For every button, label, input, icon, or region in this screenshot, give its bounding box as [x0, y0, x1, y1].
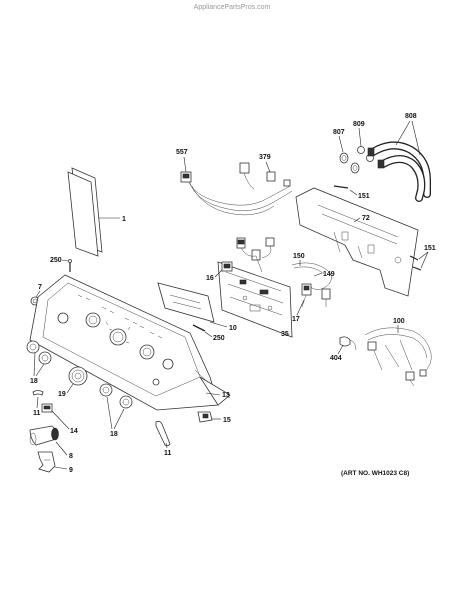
part-panel-bracket[interactable]: [157, 282, 215, 323]
part-lid-switch-404[interactable]: [339, 336, 357, 351]
part-timer[interactable]: [29, 425, 59, 446]
callout-404: 404: [330, 355, 342, 362]
callout-100: 100: [393, 318, 405, 325]
callout-250-center: 250: [213, 335, 225, 342]
callout-149: 149: [323, 271, 335, 278]
callout-15: 15: [223, 417, 231, 424]
callout-18-left: 18: [30, 378, 38, 385]
callout-35: 35: [281, 331, 289, 338]
callout-11-left: 11: [33, 410, 41, 417]
part-bracket[interactable]: [37, 451, 56, 473]
part-control-panel[interactable]: [29, 274, 231, 411]
part-screw-250-left[interactable]: [68, 259, 72, 273]
part-control-board[interactable]: [217, 261, 293, 338]
callout-250-left: 250: [50, 257, 62, 264]
callout-808: 808: [405, 113, 417, 120]
callout-18-right: 18: [110, 431, 118, 438]
watermark-text: AppliancePartsPros.com: [194, 4, 271, 11]
part-wire-harness-150[interactable]: [291, 262, 332, 308]
callout-809: 809: [353, 121, 365, 128]
part-screws-151-top[interactable]: [333, 185, 349, 189]
callout-17: 17: [292, 316, 300, 323]
part-wire-harness-top[interactable]: [180, 162, 293, 216]
part-board-switches[interactable]: [221, 237, 275, 273]
callout-14: 14: [70, 428, 78, 435]
part-strip-center[interactable]: [155, 420, 171, 447]
callout-8: 8: [69, 453, 73, 460]
callout-151-top: 151: [358, 193, 370, 200]
callout-16: 16: [206, 275, 214, 282]
callout-557: 557: [176, 149, 188, 156]
callout-150: 150: [293, 253, 305, 260]
callout-19: 19: [58, 391, 66, 398]
part-clip-15[interactable]: [197, 411, 213, 423]
part-large-knob[interactable]: [68, 366, 88, 386]
part-hoses-808[interactable]: [367, 141, 431, 202]
part-screw-250-center[interactable]: [192, 324, 206, 332]
callout-807: 807: [333, 129, 345, 136]
part-clip-left[interactable]: [32, 390, 44, 396]
callout-1: 1: [122, 216, 126, 223]
part-knobs-right[interactable]: [99, 383, 133, 409]
part-screws-151-right[interactable]: [409, 255, 422, 271]
part-rear-bracket[interactable]: [295, 187, 419, 297]
callout-11-center: 11: [164, 450, 172, 457]
callout-10: 10: [229, 325, 237, 332]
callout-379: 379: [259, 154, 271, 161]
callout-72: 72: [362, 215, 370, 222]
callout-13: 13: [222, 392, 230, 399]
callout-151-right: 151: [424, 245, 436, 252]
art-number: (ART NO. WH1023 C8): [341, 470, 409, 477]
part-wire-harness-100[interactable]: [364, 327, 432, 387]
part-switch[interactable]: [41, 403, 53, 413]
part-manual[interactable]: [67, 167, 120, 257]
part-knobs-left[interactable]: [26, 340, 52, 365]
callout-9: 9: [69, 467, 73, 474]
part-washers-807[interactable]: [339, 152, 360, 174]
callout-7: 7: [38, 284, 42, 291]
